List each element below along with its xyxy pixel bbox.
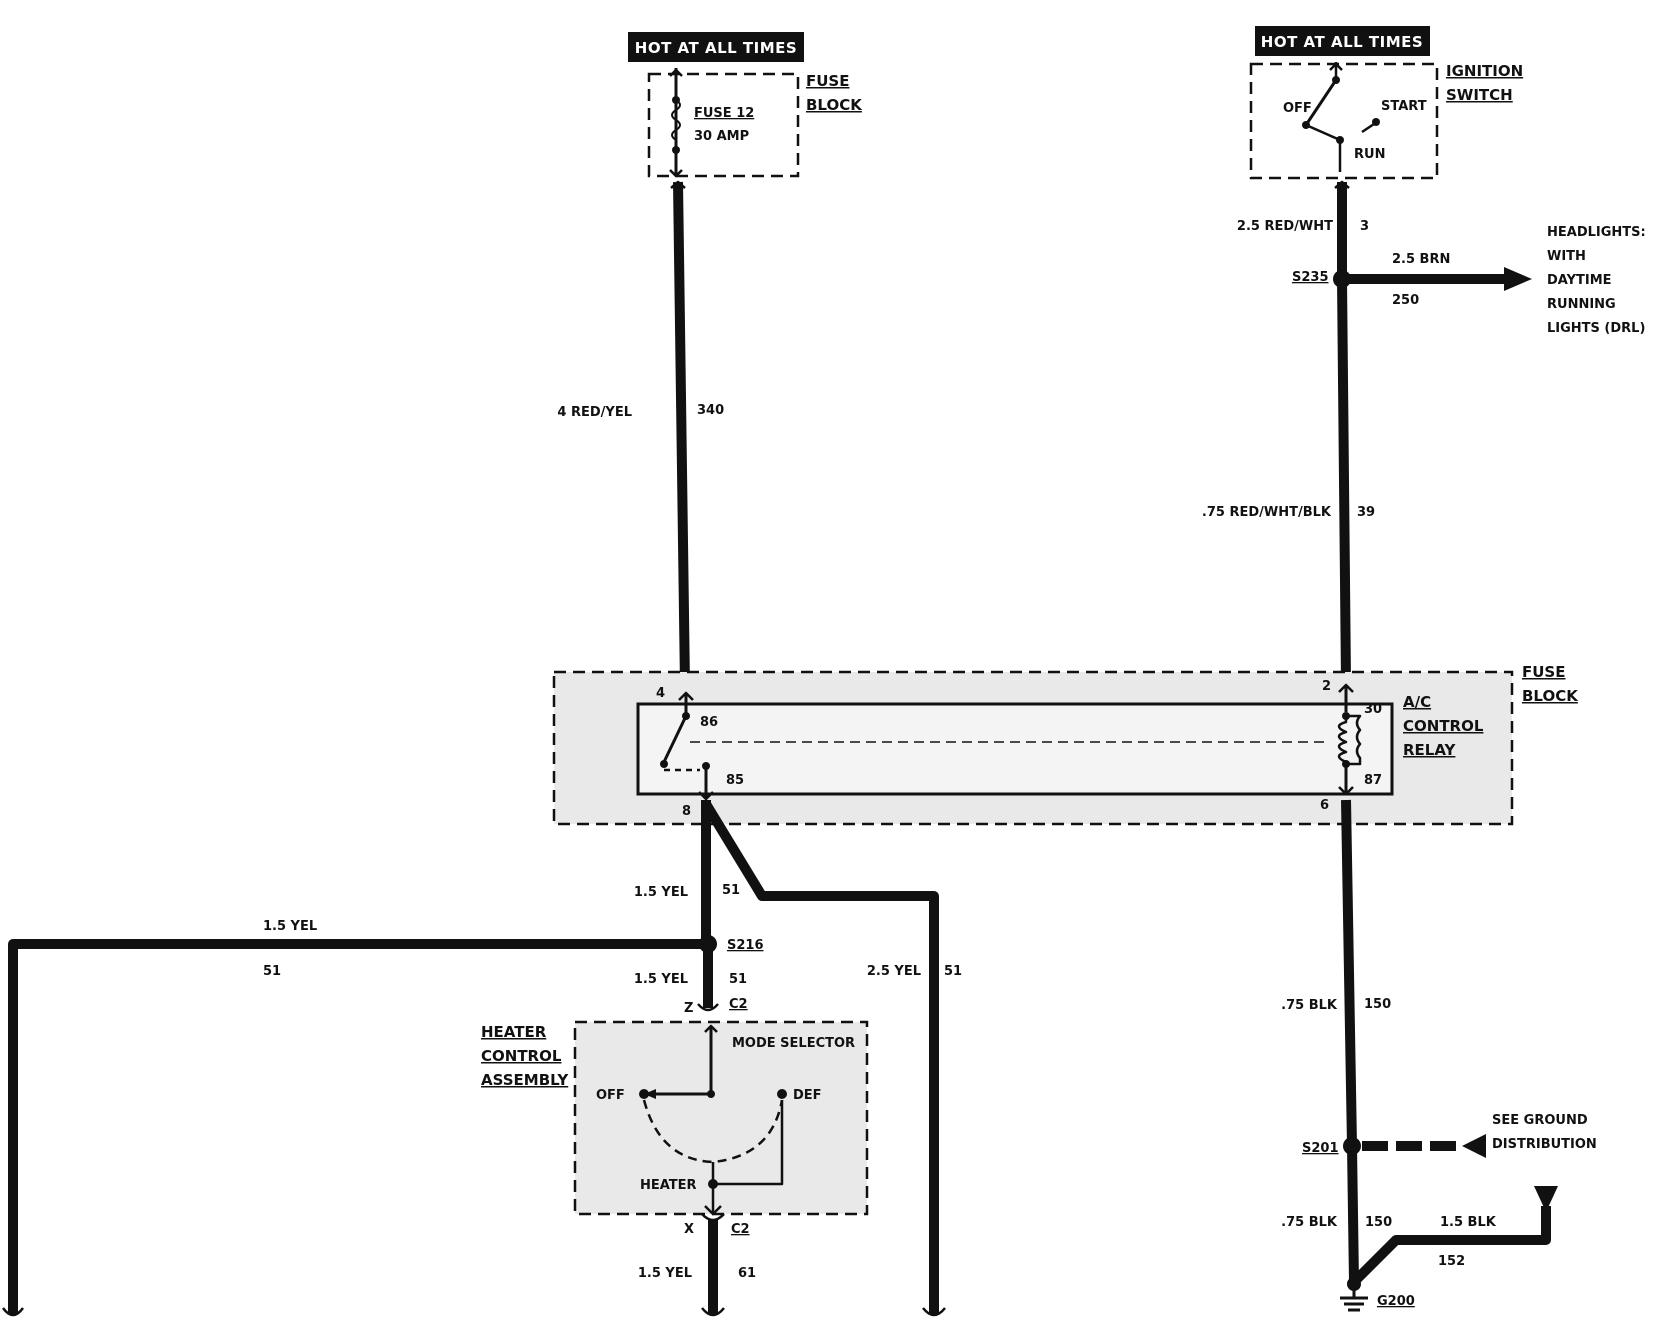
wire-brn-to-drl: 2.5 BRN 250 (1342, 252, 1532, 308)
wire-blk-c-circuit: 152 (1438, 1254, 1465, 1269)
splice-s201: S201 SEE GROUND DISTRIBUTION (1302, 1113, 1597, 1158)
ignition-title1: IGNITION (1446, 62, 1523, 80)
relay-title2: CONTROL (1403, 717, 1484, 735)
heater-x: X (684, 1222, 694, 1237)
s201-label: S201 (1302, 1141, 1339, 1156)
ignition-run: RUN (1354, 147, 1385, 162)
wire-brn-gauge: 2.5 BRN (1392, 252, 1450, 267)
wire-red-wht-blk-circuit: 39 (1357, 505, 1375, 520)
terminal-8: 8 (682, 804, 691, 819)
heater-heater: HEATER (640, 1178, 697, 1193)
s216-label: S216 (727, 938, 764, 953)
terminal-6: 6 (1320, 798, 1329, 813)
ignition-start: START (1381, 99, 1427, 114)
wire-red-wht-circuit: 3 (1360, 219, 1369, 234)
wire-blk-a-circuit: 150 (1364, 997, 1391, 1012)
wire-yel-bottom-gauge: 1.5 YEL (638, 1266, 692, 1281)
wire-yel-right-gauge: 2.5 YEL (867, 964, 921, 979)
wire-yel-b: 1.5 YEL 51 (634, 944, 747, 1012)
terminal-4: 4 (656, 686, 665, 701)
s235-label: S235 (1292, 270, 1329, 285)
drl-line1: HEADLIGHTS: (1547, 225, 1646, 240)
wire-red-wht-blk: .75 RED/WHT/BLK 39 (1202, 278, 1375, 683)
ignition-switch: OFF START RUN IGNITION SWITCH (1249, 62, 1523, 180)
pin-85: 85 (726, 773, 744, 788)
wire-yel-right-circuit: 51 (944, 964, 962, 979)
wire-red-wht-gauge: 2.5 RED/WHT (1237, 219, 1333, 234)
wire-yel-right: 2.5 YEL 51 (701, 801, 962, 1317)
wire-red-yel-gauge: 4 RED/YEL (557, 405, 632, 420)
pin-86: 86 (700, 715, 718, 730)
g200-label: G200 (1377, 1294, 1415, 1309)
heater-c2-bottom: C2 (731, 1222, 750, 1237)
wire-yel-a: 1.5 YEL 51 (634, 800, 740, 944)
heater-control-assembly: Z C2 MODE SELECTOR OFF DEF HEATER HEATER… (481, 997, 869, 1237)
wire-blk-a-gauge: .75 BLK (1281, 998, 1338, 1013)
wire-blk-c-gauge: 1.5 BLK (1440, 1215, 1497, 1230)
hot-label-right: HOT AT ALL TIMES (1261, 33, 1423, 51)
wire-yel-b-gauge: 1.5 YEL (634, 972, 688, 987)
wire-yel-a-circuit: 51 (722, 883, 740, 898)
wire-red-wht: 2.5 RED/WHT 3 (1237, 180, 1369, 278)
ground-g200: G200 (1340, 1277, 1415, 1312)
fuse-block-top: FUSE 12 30 AMP FUSE BLOCK (647, 68, 863, 178)
ac-control-relay: 86 85 4 8 30 87 2 6 A/C CONTROL RELAY (636, 679, 1484, 819)
wire-blk-b-circuit: 150 (1365, 1215, 1392, 1230)
ground-dist-line2: DISTRIBUTION (1492, 1137, 1597, 1152)
heater-title1: HEATER (481, 1023, 547, 1041)
relay-title1: A/C (1403, 693, 1431, 711)
wire-yel-left-gauge: 1.5 YEL (263, 919, 317, 934)
terminal-2: 2 (1322, 679, 1331, 694)
hot-at-all-times-right: HOT AT ALL TIMES (1255, 26, 1430, 56)
wire-red-yel: 4 RED/YEL 340 (557, 180, 724, 687)
wire-brn-circuit: 250 (1392, 293, 1419, 308)
heater-title3: ASSEMBLY (481, 1071, 569, 1089)
wire-red-wht-blk-gauge: .75 RED/WHT/BLK (1202, 505, 1332, 520)
wire-blk-b: .75 BLK 150 (1281, 1145, 1392, 1283)
wire-yel-left-circuit: 51 (263, 964, 281, 979)
wire-yel-bottom: 1.5 YEL 61 (638, 1213, 756, 1317)
drl-line2: WITH (1547, 249, 1586, 264)
fuse12-rating: 30 AMP (694, 129, 749, 144)
heater-def: DEF (793, 1088, 822, 1103)
wire-red-yel-circuit: 340 (697, 403, 724, 418)
heater-off: OFF (596, 1088, 625, 1103)
pin-87: 87 (1364, 773, 1382, 788)
drl-label: HEADLIGHTS: WITH DAYTIME RUNNING LIGHTS … (1547, 225, 1646, 336)
drl-line5: LIGHTS (DRL) (1547, 321, 1645, 336)
wire-yel-left: 1.5 YEL 51 (1, 919, 706, 1317)
relay-fuse-block2: BLOCK (1522, 687, 1579, 705)
ignition-off: OFF (1283, 101, 1312, 116)
fuse12-name: FUSE 12 (694, 106, 754, 121)
wire-blk-c: 1.5 BLK 152 (1350, 1186, 1558, 1286)
drl-line3: DAYTIME (1547, 273, 1612, 288)
fuse-block-top-line2: BLOCK (806, 96, 863, 114)
hot-label-left: HOT AT ALL TIMES (635, 39, 797, 57)
wire-yel-b-circuit: 51 (729, 972, 747, 987)
pin-30: 30 (1364, 702, 1382, 717)
relay-title3: RELAY (1403, 741, 1457, 759)
heater-c2-top: C2 (729, 997, 748, 1012)
wire-yel-a-gauge: 1.5 YEL (634, 885, 688, 900)
mode-selector-label: MODE SELECTOR (732, 1036, 855, 1051)
fuse-block-top-line1: FUSE (806, 72, 849, 90)
wire-blk-a: .75 BLK 150 (1281, 799, 1391, 1147)
wire-yel-bottom-circuit: 61 (738, 1266, 756, 1281)
heater-z: Z (684, 1001, 693, 1016)
hot-at-all-times-left: HOT AT ALL TIMES (628, 32, 804, 62)
heater-title2: CONTROL (481, 1047, 562, 1065)
relay-fuse-block1: FUSE (1522, 663, 1565, 681)
drl-line4: RUNNING (1547, 297, 1616, 312)
ground-dist-line1: SEE GROUND (1492, 1113, 1588, 1128)
wire-blk-b-gauge: .75 BLK (1281, 1215, 1338, 1230)
ignition-title2: SWITCH (1446, 86, 1513, 104)
